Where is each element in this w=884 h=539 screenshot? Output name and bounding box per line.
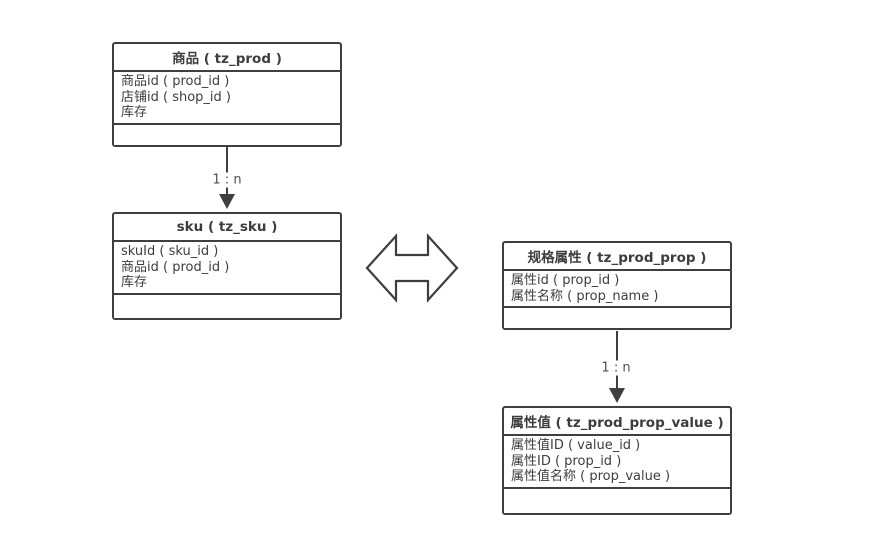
entity-sku-fields: skuId ( sku_id ) 商品id ( prod_id ) 库存 bbox=[114, 242, 340, 295]
field-row: 属性值名称 ( prop_value ) bbox=[511, 469, 671, 484]
entity-prod-prop-fields: 属性id ( prop_id ) 属性名称 ( prop_name ) bbox=[504, 271, 730, 308]
entity-prod: 商品 ( tz_prod ) 商品id ( prod_id ) 店铺id ( s… bbox=[112, 42, 342, 147]
field-row: 属性名称 ( prop_name ) bbox=[511, 288, 659, 304]
entity-prod-prop-title: 规格属性 ( tz_prod_prop ) bbox=[504, 243, 730, 271]
left-right-double-arrow-icon bbox=[365, 233, 459, 303]
field-row: 商品id ( prod_id ) bbox=[121, 74, 230, 89]
arrowhead-down-icon bbox=[609, 388, 625, 403]
entity-prod-empty-section bbox=[114, 124, 340, 145]
entity-prod-prop-value-title: 属性值 ( tz_prod_prop_value ) bbox=[504, 408, 730, 436]
entity-prod-fields: 商品id ( prod_id ) 店铺id ( shop_id ) 库存 bbox=[114, 72, 340, 125]
field-row: 商品id ( prod_id ) bbox=[121, 259, 230, 275]
entity-sku-title: sku ( tz_sku ) bbox=[114, 214, 340, 242]
arrowhead-down-icon bbox=[219, 194, 235, 209]
entity-prod-prop-empty-section bbox=[504, 308, 730, 328]
entity-prod-prop-value-empty-section bbox=[504, 488, 730, 513]
field-row: 属性id ( prop_id ) bbox=[511, 273, 620, 288]
entity-prod-prop: 规格属性 ( tz_prod_prop ) 属性id ( prop_id ) 属… bbox=[502, 241, 732, 330]
field-row: 属性值ID ( value_id ) bbox=[511, 438, 641, 453]
field-row: 库存 bbox=[121, 275, 148, 290]
field-row: 店铺id ( shop_id ) bbox=[121, 89, 231, 105]
entity-sku-empty-section bbox=[114, 294, 340, 318]
connector-label: 1 : n bbox=[598, 360, 634, 376]
entity-prod-prop-value: 属性值 ( tz_prod_prop_value ) 属性值ID ( value… bbox=[502, 406, 732, 515]
connector-label: 1 : n bbox=[209, 172, 245, 188]
entity-sku: sku ( tz_sku ) skuId ( sku_id ) 商品id ( p… bbox=[112, 212, 342, 320]
field-row: 属性ID ( prop_id ) bbox=[511, 453, 622, 469]
entity-prod-prop-value-fields: 属性值ID ( value_id ) 属性ID ( prop_id ) 属性值名… bbox=[504, 436, 730, 489]
field-row: skuId ( sku_id ) bbox=[121, 244, 219, 259]
field-row: 库存 bbox=[121, 105, 148, 120]
entity-prod-title: 商品 ( tz_prod ) bbox=[114, 44, 340, 72]
